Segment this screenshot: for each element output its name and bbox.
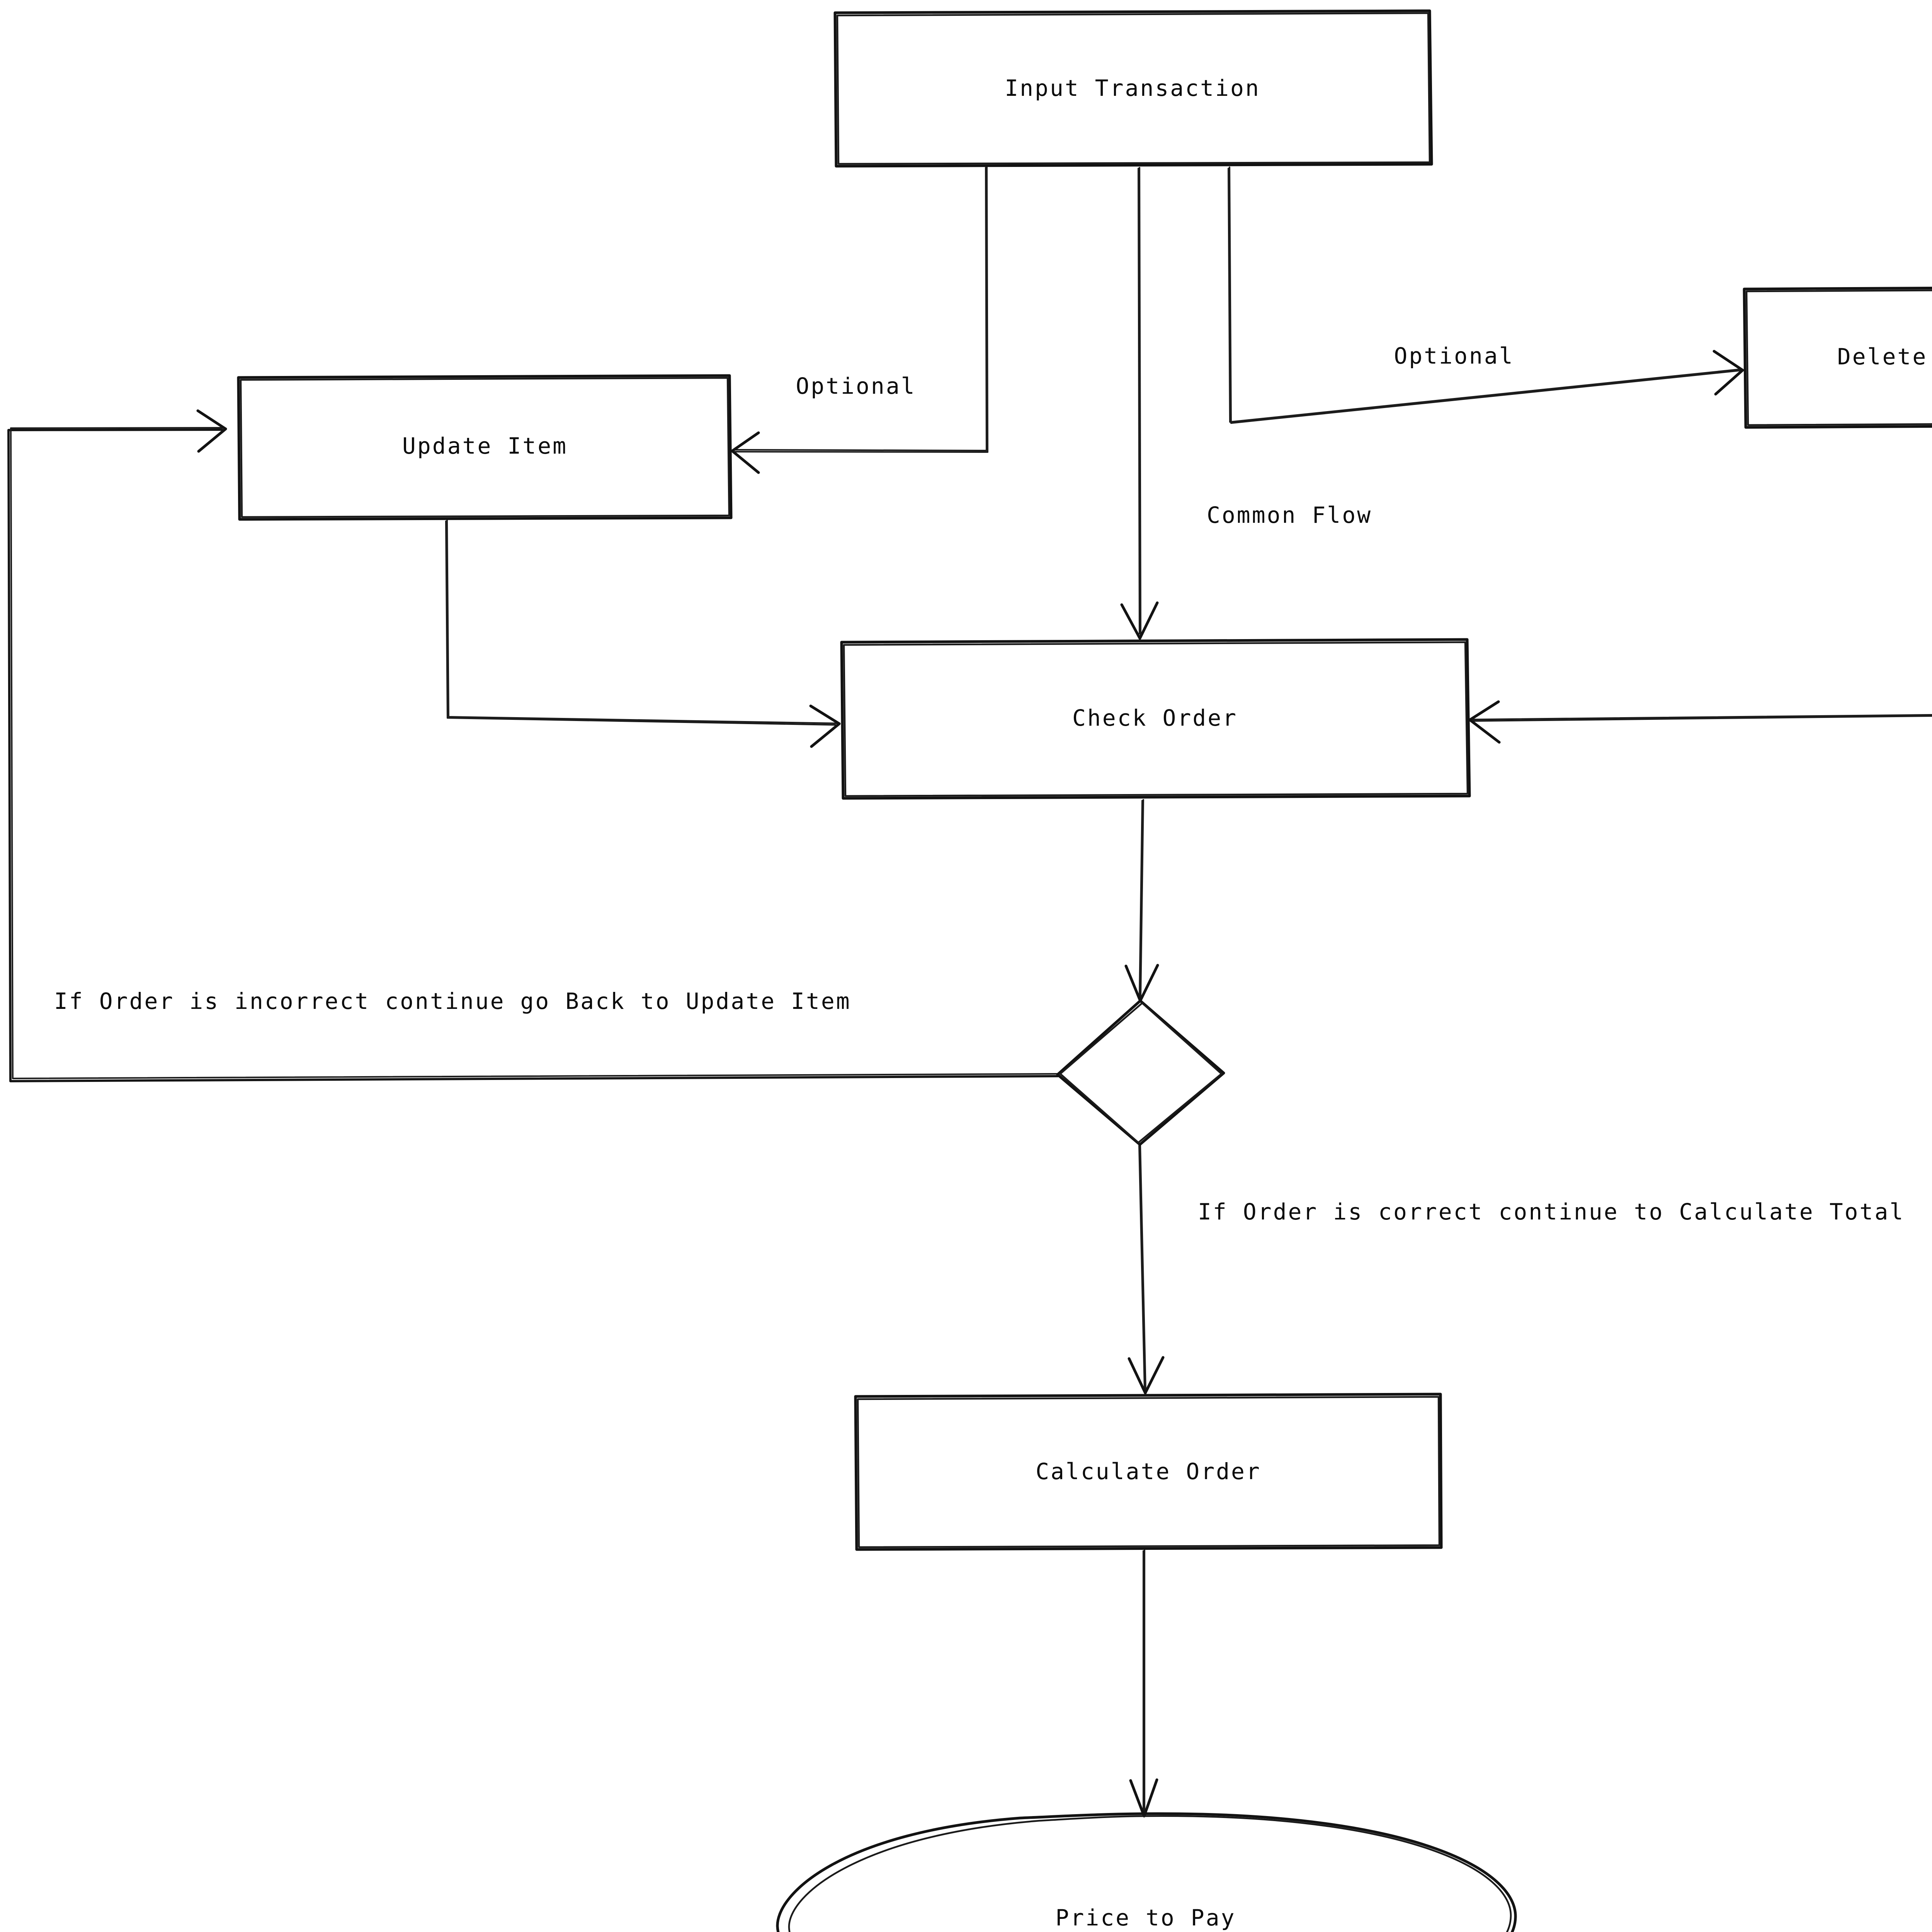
node-label-check-order: Check Order — [1072, 705, 1238, 731]
edge-label-optional-delete: Optional — [1394, 343, 1514, 369]
edge-calculate-to-price — [1129, 1549, 1158, 1818]
node-label-price-to-pay: Price to Pay — [1055, 1905, 1236, 1931]
edge-decision-to-update — [7, 409, 1060, 1082]
node-input-transaction[interactable]: Input Transaction — [833, 9, 1433, 168]
edge-update-to-check — [445, 519, 841, 748]
edge-input-to-delete — [1228, 167, 1744, 424]
node-label-input-transaction: Input Transaction — [1005, 75, 1260, 101]
edge-decision-to-calculate — [1128, 1144, 1165, 1395]
edge-check-to-decision — [1124, 799, 1159, 1002]
edge-delete-to-check — [1468, 700, 1932, 744]
edge-input-to-check — [1120, 167, 1159, 640]
edge-label-order-incorrect: If Order is incorrect continue go Back t… — [54, 988, 851, 1014]
edge-label-optional-update: Optional — [796, 373, 916, 399]
node-update-item[interactable]: Update Item — [237, 374, 733, 521]
node-decision-diamond[interactable] — [1056, 999, 1225, 1146]
node-calculate-order[interactable]: Calculate Order — [854, 1393, 1443, 1551]
node-check-order[interactable]: Check Order — [840, 638, 1471, 800]
edge-label-common-flow: Common Flow — [1207, 502, 1372, 528]
node-label-update-item: Update Item — [402, 433, 568, 459]
node-price-to-pay[interactable]: Price to Pay — [776, 1812, 1517, 1932]
edge-input-to-update — [731, 166, 988, 474]
node-delete-transaction[interactable]: Delete Transaction — [1743, 287, 1932, 429]
node-label-calculate-order: Calculate Order — [1036, 1458, 1261, 1485]
edge-label-order-correct: If Order is correct continue to Calculat… — [1198, 1199, 1905, 1225]
node-label-delete-transaction: Delete Transaction — [1837, 344, 1932, 370]
